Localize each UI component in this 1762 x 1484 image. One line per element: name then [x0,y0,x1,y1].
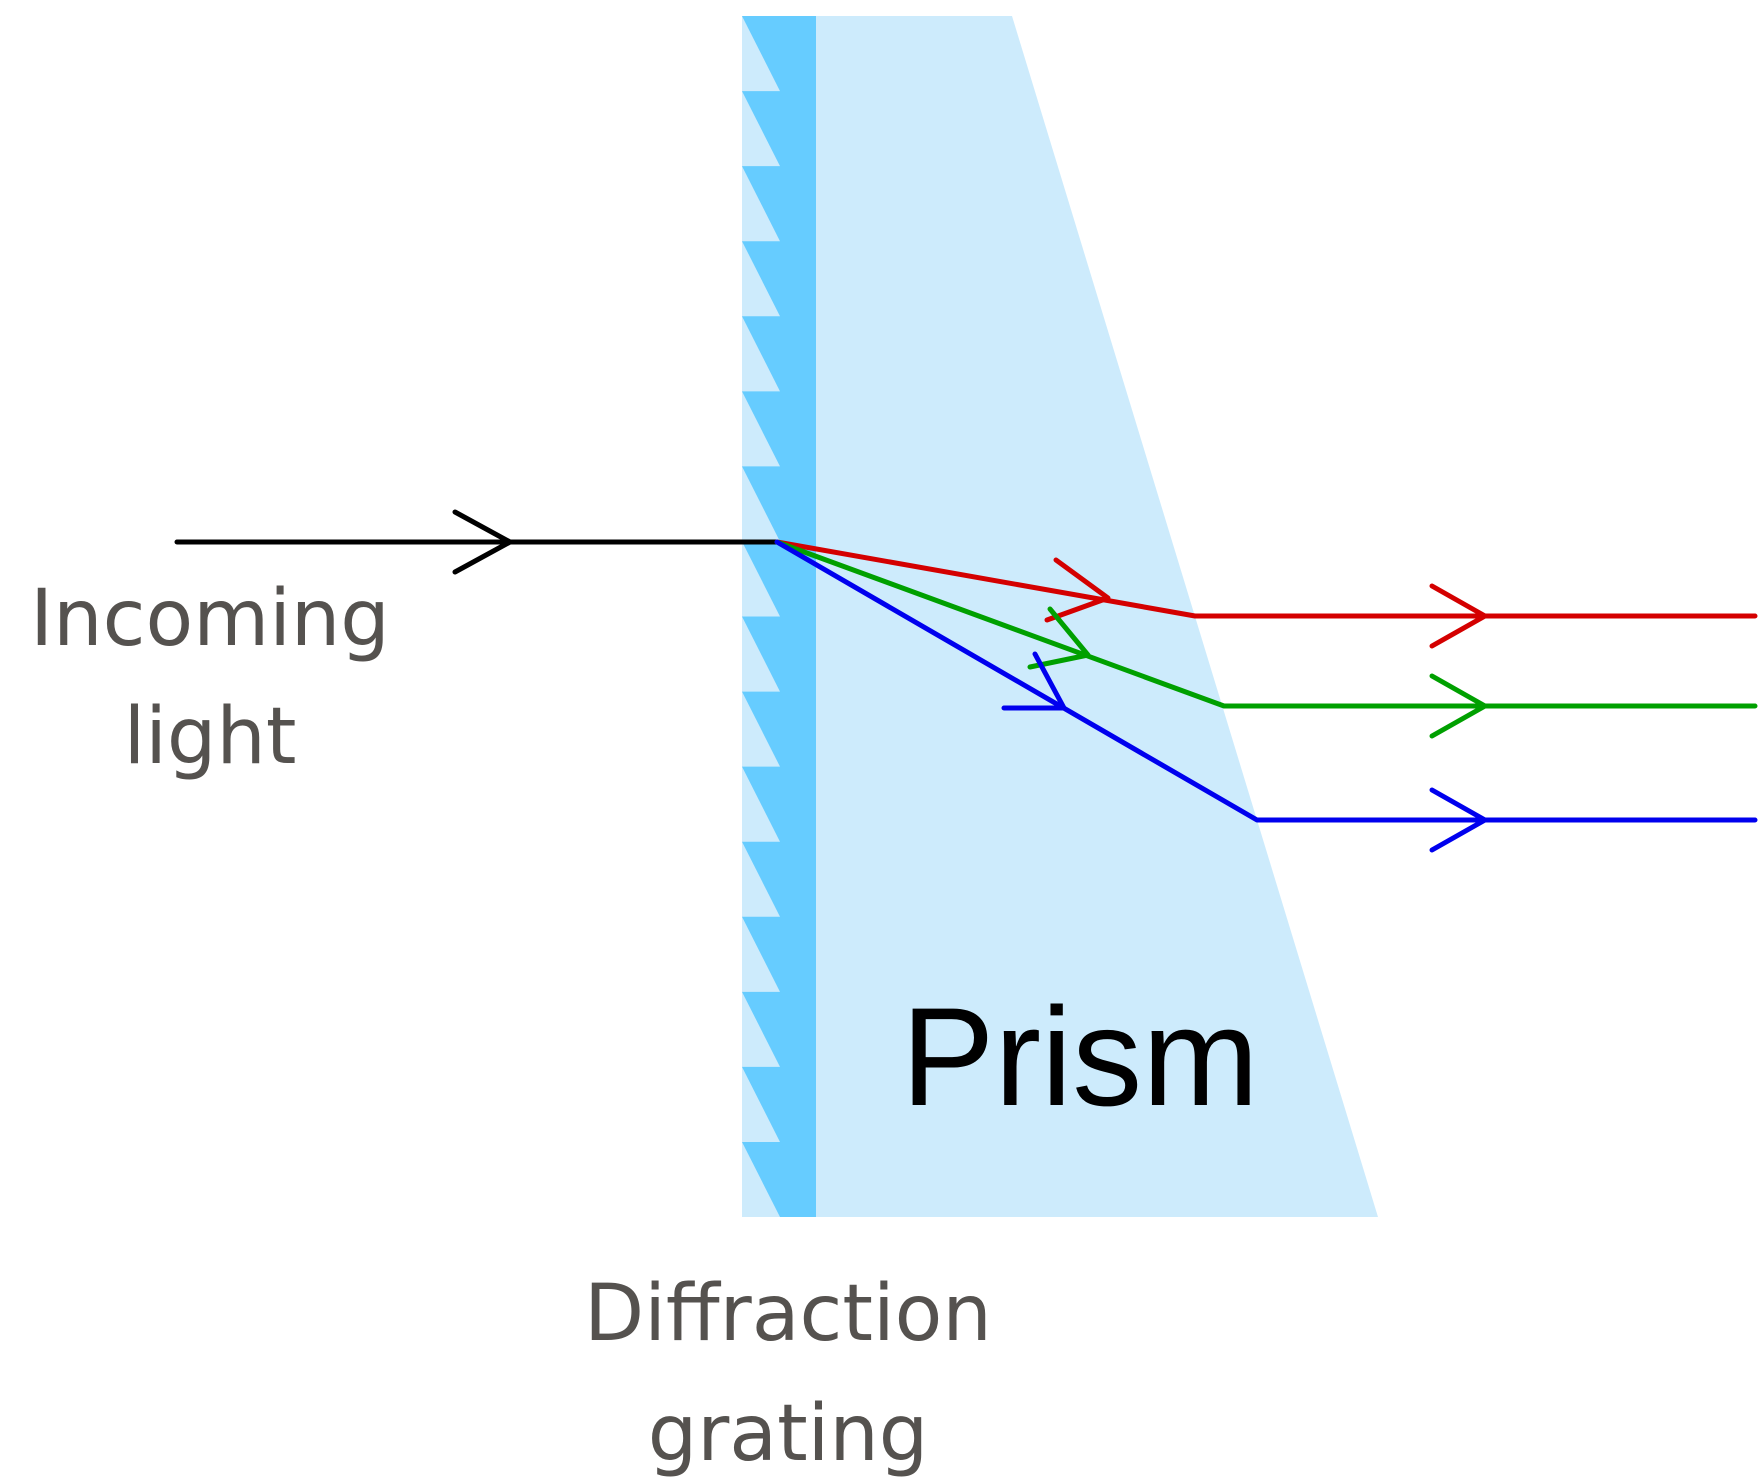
red-ray-arrowhead-outside [1429,583,1488,649]
grating-teeth [742,16,780,1217]
grating-tooth [742,391,780,467]
grating-tooth [742,841,780,917]
blue-ray-arrowhead-outside [1429,787,1488,853]
grating-tooth [742,16,780,92]
grating-tooth [742,316,780,392]
incoming-ray [174,509,780,575]
grating-tooth [742,691,780,767]
prism-label: Prism [901,978,1259,1135]
blue-ray-arrowhead-inside [1001,651,1067,711]
diffraction-grating-label-line1: Diffraction [584,1269,992,1359]
blue-ray-path [774,539,1758,823]
green-ray [774,539,1758,739]
grating-tooth [742,466,780,542]
grating-tooth [742,616,780,692]
grating-tooth [742,916,780,992]
grating-tooth [742,241,780,317]
grating-tooth [742,1141,780,1217]
grating-tooth [742,766,780,842]
green-ray-path [774,539,1758,709]
incoming-light-label-line1: Incoming [30,574,390,664]
red-ray-path [774,539,1758,619]
grating-tooth [742,991,780,1067]
grating-tooth [742,1066,780,1142]
red-ray-arrowhead-inside [1044,557,1111,623]
grating-tooth [742,91,780,167]
grating-tooth [742,541,780,617]
red-ray [774,539,1758,649]
diffraction-grating-label-line2: grating [648,1389,929,1479]
incoming-ray-arrowhead [452,509,513,575]
diffraction-grating [742,16,816,1217]
incoming-light-label-line2: light [124,692,297,782]
green-ray-arrowhead-outside [1429,673,1488,739]
grating-tooth [742,166,780,242]
green-ray-arrowhead-inside [1027,606,1091,670]
blue-ray [774,539,1758,853]
grating-strip [780,16,816,1217]
